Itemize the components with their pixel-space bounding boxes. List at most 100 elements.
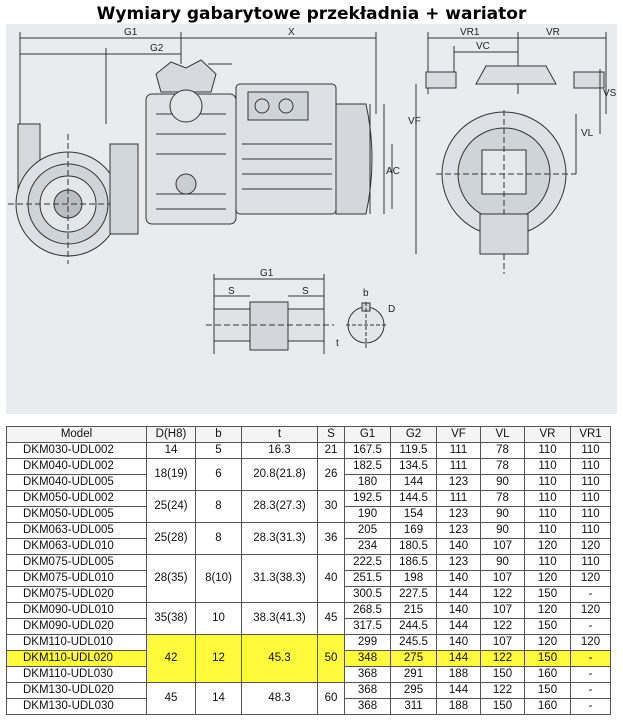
cell-g1: 205 [344, 522, 391, 539]
dim-vr1-label: VR1 [460, 27, 480, 38]
cell-t: 45.3 [241, 634, 318, 683]
cell-vr: 110 [524, 506, 571, 523]
cell-b: 14 [195, 682, 242, 715]
cell-model: DKM030-UDL002 [6, 442, 147, 459]
cell-vl: 107 [480, 538, 525, 555]
cell-vr: 110 [524, 522, 571, 539]
cell-vf: 144 [436, 586, 481, 603]
column-header: VL [480, 426, 525, 443]
cell-b: 8(10) [195, 554, 242, 603]
cell-g1: 180 [344, 474, 391, 491]
cell-t: 48.3 [241, 682, 318, 715]
cell-vr1: 110 [570, 506, 611, 523]
cell-vr1: 110 [570, 474, 611, 491]
drawing-svg: G1 G2 X AC VR1 VR VC VF VL VS G1 S S b D… [8, 27, 617, 354]
cell-model: DKM075-UDL020 [6, 586, 147, 603]
dim-b-label: b [363, 288, 369, 299]
cell-vl: 90 [480, 554, 525, 571]
cell-g1: 251.5 [344, 570, 391, 587]
cell-model: DKM050-UDL002 [6, 490, 147, 507]
cell-g1: 368 [344, 682, 391, 699]
cell-s: 60 [317, 682, 345, 715]
cell-g1: 300.5 [344, 586, 391, 603]
cell-g2: 180.5 [390, 538, 437, 555]
cell-vf: 111 [436, 458, 481, 475]
cell-vr1: 120 [570, 570, 611, 587]
technical-drawing: G1 G2 X AC VR1 VR VC VF VL VS G1 S S b D… [6, 24, 617, 414]
cell-model: DKM130-UDL020 [6, 682, 147, 699]
dim-shaft-g1-label: G1 [260, 268, 274, 279]
cell-g1: 268.5 [344, 602, 391, 619]
cell-s: 50 [317, 634, 345, 683]
cell-vl: 150 [480, 666, 525, 683]
cell-model: DKM050-UDL005 [6, 506, 147, 523]
cell-vr: 110 [524, 490, 571, 507]
cell-dh8: 25(28) [146, 522, 196, 555]
cell-dh8: 35(38) [146, 602, 196, 635]
cell-dh8: 42 [146, 634, 196, 683]
cell-vr1: 110 [570, 522, 611, 539]
cell-model: DKM063-UDL005 [6, 522, 147, 539]
cell-g2: 295 [390, 682, 437, 699]
cell-model: DKM075-UDL005 [6, 554, 147, 571]
cell-vf: 123 [436, 554, 481, 571]
cell-vr1: 120 [570, 634, 611, 651]
cell-vl: 90 [480, 506, 525, 523]
cell-vl: 78 [480, 458, 525, 475]
cell-vl: 150 [480, 698, 525, 715]
cell-vr1: - [570, 586, 611, 603]
cell-vf: 144 [436, 650, 481, 667]
cell-vf: 123 [436, 474, 481, 491]
cell-vr: 110 [524, 554, 571, 571]
cell-dh8: 14 [146, 442, 196, 459]
dim-t-label: t [336, 338, 339, 349]
cell-vr1: - [570, 682, 611, 699]
cell-vr: 110 [524, 442, 571, 459]
cell-t: 38.3(41.3) [241, 602, 318, 635]
column-header: VF [436, 426, 481, 443]
dim-s-right-label: S [302, 286, 309, 297]
cell-vr1: 120 [570, 602, 611, 619]
cell-g1: 190 [344, 506, 391, 523]
cell-vr: 160 [524, 666, 571, 683]
cell-s: 26 [317, 458, 345, 491]
cell-g1: 348 [344, 650, 391, 667]
cell-g2: 215 [390, 602, 437, 619]
page-title: Wymiary gabarytowe przekładnia + wariato… [96, 4, 527, 24]
cell-g1: 234 [344, 538, 391, 555]
cell-g1: 317.5 [344, 618, 391, 635]
cell-g2: 169 [390, 522, 437, 539]
cell-vr: 120 [524, 570, 571, 587]
cell-vr1: - [570, 666, 611, 683]
dim-x-label: X [288, 27, 295, 38]
column-header: G2 [390, 426, 437, 443]
dim-g1-label: G1 [124, 27, 138, 38]
cell-model: DKM090-UDL010 [6, 602, 147, 619]
cell-g2: 134.5 [390, 458, 437, 475]
cell-t: 20.8(21.8) [241, 458, 318, 491]
cell-g2: 311 [390, 698, 437, 715]
cell-g2: 144 [390, 474, 437, 491]
cell-g1: 222.5 [344, 554, 391, 571]
cell-vr: 120 [524, 602, 571, 619]
cell-vr1: 110 [570, 458, 611, 475]
cell-b: 5 [195, 442, 242, 459]
column-header: Model [6, 426, 147, 443]
cell-s: 21 [317, 442, 345, 459]
cell-vr1: 110 [570, 490, 611, 507]
cell-vf: 140 [436, 570, 481, 587]
cell-vr: 120 [524, 634, 571, 651]
cell-model: DKM063-UDL010 [6, 538, 147, 555]
cell-vr: 110 [524, 474, 571, 491]
cell-b: 8 [195, 522, 242, 555]
cell-g1: 299 [344, 634, 391, 651]
cell-t: 28.3(27.3) [241, 490, 318, 523]
cell-vf: 111 [436, 442, 481, 459]
cell-g2: 227.5 [390, 586, 437, 603]
